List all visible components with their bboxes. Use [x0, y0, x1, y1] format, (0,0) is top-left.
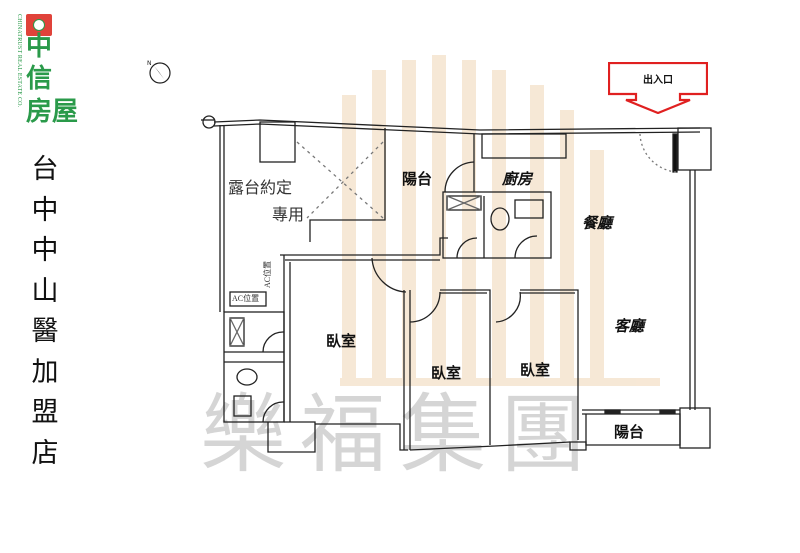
logo-char-1: 中 — [26, 32, 53, 62]
svg-text:N: N — [147, 60, 152, 67]
living-label: 客廳 — [614, 317, 645, 335]
logo-emblem-icon — [26, 14, 52, 36]
watermark-text: 樂福集團 — [200, 385, 600, 485]
dining-label: 餐廳 — [582, 214, 613, 232]
ac-position-label-vertical: AC位置 — [263, 260, 272, 288]
logo-english-text: CHINATRUST REAL ESTATE CO. — [16, 14, 22, 108]
store-char: 山 — [31, 275, 59, 307]
bedroom-3-label: 臥室 — [520, 361, 551, 379]
entrance-arrow-icon — [608, 62, 708, 114]
terrace-label-line2: 專用 — [272, 205, 305, 224]
balcony-top-label: 陽台 — [402, 170, 433, 188]
store-char: 中 — [31, 194, 59, 226]
terrace-label-line1: 露台約定 — [228, 178, 293, 197]
ac-position-label: AC位置 — [232, 294, 260, 303]
bedroom-1-label: 臥室 — [326, 332, 357, 350]
bedroom-2-label: 臥室 — [431, 364, 462, 382]
store-name: 台 中 中 山 醫 加 盟 店 — [28, 150, 62, 474]
store-char: 盟 — [31, 397, 59, 428]
store-char: 加 — [31, 356, 59, 388]
balcony-bottom-label: 陽台 — [614, 423, 645, 441]
logo-char-3: 房屋 — [26, 97, 79, 127]
store-char: 醫 — [31, 316, 59, 347]
store-char: 中 — [31, 235, 59, 266]
store-char: 台 — [31, 154, 59, 185]
kitchen-label: 廚房 — [502, 170, 533, 188]
entrance-label: 出入口 — [643, 75, 673, 86]
logo-char-2: 信 — [26, 64, 53, 94]
compass-north-icon: N — [147, 60, 171, 84]
store-char: 店 — [31, 437, 59, 469]
